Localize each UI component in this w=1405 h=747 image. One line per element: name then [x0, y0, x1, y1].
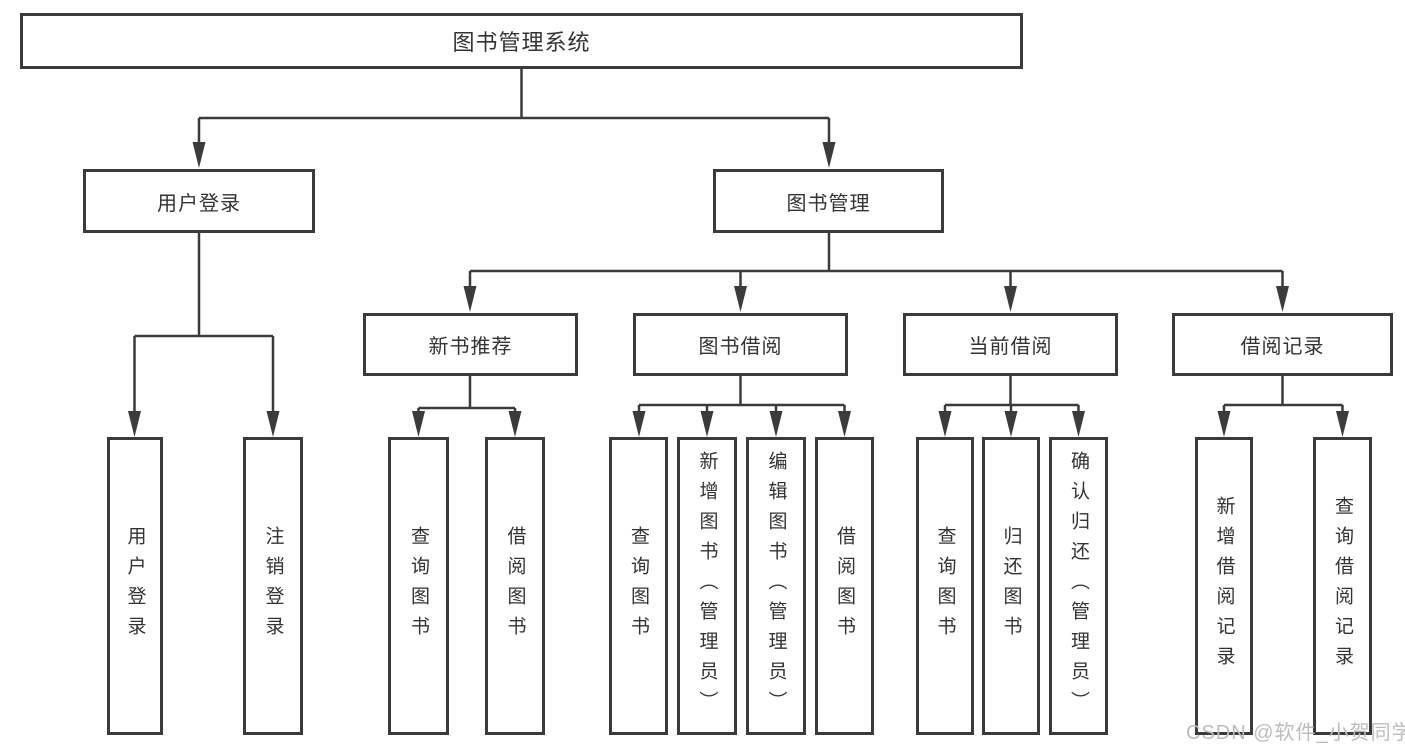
leaf-borrow-books-1: 借阅图书: [485, 437, 545, 735]
leaf-add-borrow-record: 新增借阅记录: [1195, 437, 1253, 735]
leaf-edit-books-admin: 编辑图书（管理员）: [746, 437, 806, 735]
leaf-label: 查询借阅记录: [1332, 496, 1353, 676]
leaf-logout: 注销登录: [243, 437, 303, 735]
leaf-label: 注销登录: [262, 526, 284, 646]
leaf-label: 编辑图书（管理员）: [765, 451, 787, 721]
leaf-label: 查询图书: [628, 526, 649, 646]
leaf-query-borrow-record: 查询借阅记录: [1313, 437, 1372, 735]
leaf-confirm-return-admin: 确认归还（管理员）: [1049, 437, 1108, 735]
leaf-borrow-books-2: 借阅图书: [815, 437, 874, 735]
leaf-label: 用户登录: [124, 526, 146, 646]
leaf-label: 借阅图书: [834, 526, 855, 646]
leaf-return-books: 归还图书: [982, 437, 1040, 735]
leaf-label: 查询图书: [934, 526, 956, 646]
leaf-label: 借阅图书: [504, 526, 526, 646]
arrowheads: [128, 142, 1349, 437]
leaf-label: 新增图书（管理员）: [696, 451, 718, 721]
leaf-user-login: 用户登录: [107, 437, 163, 735]
csdn-watermark: CSDN @软件_小贺同学: [1186, 722, 1405, 744]
node-book-borrow: 图书借阅: [633, 313, 848, 376]
leaf-label: 新增借阅记录: [1213, 496, 1235, 676]
leaf-add-books-admin: 新增图书（管理员）: [677, 437, 737, 735]
leaf-label: 查询图书: [408, 526, 429, 646]
leaf-query-books-2: 查询图书: [609, 437, 668, 735]
leaf-query-books-3: 查询图书: [916, 437, 974, 735]
node-new-book-recommend: 新书推荐: [363, 313, 578, 376]
node-book-management: 图书管理: [713, 169, 944, 233]
node-current-borrow: 当前借阅: [903, 313, 1118, 376]
node-borrow-records: 借阅记录: [1172, 313, 1393, 376]
leaf-label: 归还图书: [1000, 526, 1022, 646]
leaf-query-books-1: 查询图书: [388, 437, 449, 735]
leaf-label: 确认归还（管理员）: [1068, 451, 1089, 721]
node-user-login: 用户登录: [83, 169, 315, 233]
node-library-management-system: 图书管理系统: [20, 13, 1023, 69]
